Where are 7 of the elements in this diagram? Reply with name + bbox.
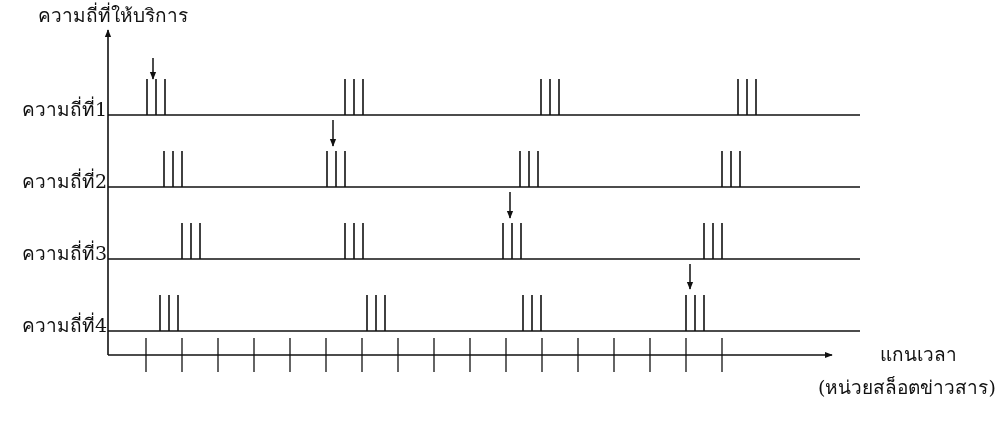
row-label: ความถี่ที่1 <box>21 98 107 121</box>
row-label: ความถี่ที่2 <box>21 170 107 193</box>
row-label: ความถี่ที่4 <box>21 314 107 337</box>
axis-unit: (หน่วยสล็อตข่าวสาร) <box>818 376 996 399</box>
axis-title: ความถี่ที่ให้บริการ <box>38 4 188 27</box>
row-label: ความถี่ที่3 <box>21 242 107 265</box>
axis-title: แกนเวลา <box>880 343 957 366</box>
